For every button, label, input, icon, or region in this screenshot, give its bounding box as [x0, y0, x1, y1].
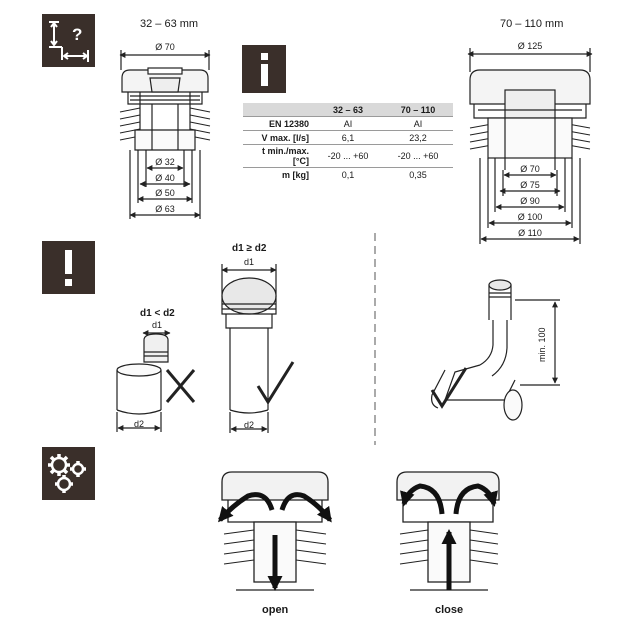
- dim-label: Ø 70: [520, 164, 540, 174]
- gears-icon: [42, 447, 95, 500]
- dim-label: Ø 110: [518, 228, 542, 238]
- dim-label: Ø 32: [155, 157, 175, 167]
- table-row: t min./max. [°C] -20 ... +60 -20 ... +60: [243, 144, 453, 168]
- min-height-label: min. 100: [537, 327, 547, 362]
- cross-mark-icon: [165, 369, 196, 403]
- dim-label: Ø 125: [517, 41, 543, 51]
- installation-drawing: [430, 279, 560, 421]
- table-header-row: 32 – 63 70 – 110: [243, 103, 453, 117]
- cell: -20 ... +60: [383, 144, 453, 168]
- dim-label: Ø 70: [155, 42, 175, 52]
- large-range-label: 70 – 110 mm: [500, 18, 564, 30]
- dim-label: Ø 40: [155, 173, 175, 183]
- wrong-size-drawing: [116, 330, 196, 432]
- table-row: m [kg] 0,1 0,35: [243, 167, 453, 181]
- small-range-label: 32 – 63 mm: [140, 18, 199, 30]
- spec-table: 32 – 63 70 – 110 EN 12380 AI AI V max. […: [243, 103, 453, 181]
- check-mark-icon: [256, 361, 295, 405]
- cell: 0,1: [313, 167, 383, 181]
- d2-label: d2: [133, 419, 144, 429]
- open-label: open: [262, 604, 289, 616]
- d2-label: d2: [243, 420, 254, 430]
- table-row: EN 12380 AI AI: [243, 116, 453, 131]
- small-valve-drawing: [119, 50, 211, 219]
- exclamation-icon: [42, 241, 95, 294]
- close-label: close: [435, 604, 464, 616]
- correct-size-drawing: [221, 264, 295, 433]
- d1-label: d1: [243, 257, 254, 267]
- cell: -20 ... +60: [313, 144, 383, 168]
- cell: AI: [313, 116, 383, 131]
- correct-size-label: d1 ≥ d2: [232, 243, 267, 254]
- row-label: V max. [l/s]: [243, 130, 313, 145]
- dim-label: Ø 90: [520, 196, 540, 206]
- svg-text:?: ?: [72, 25, 82, 44]
- dim-label: Ø 50: [155, 188, 175, 198]
- close-valve-drawing: [396, 471, 500, 591]
- table-header: 32 – 63: [313, 103, 383, 117]
- table-header: [243, 103, 313, 117]
- open-valve-drawing: [218, 471, 333, 591]
- info-icon: [242, 45, 286, 93]
- row-label: t min./max. [°C]: [243, 144, 313, 168]
- large-valve-drawing: [467, 48, 593, 244]
- row-label: EN 12380: [243, 116, 313, 131]
- cell: 23,2: [383, 130, 453, 145]
- table-header: 70 – 110: [383, 103, 453, 117]
- cell: AI: [383, 116, 453, 131]
- table-row: V max. [l/s] 6,1 23,2: [243, 130, 453, 145]
- wrong-size-label: d1 < d2: [140, 308, 175, 319]
- dim-label: Ø 75: [520, 180, 540, 190]
- dim-label: Ø 63: [155, 204, 175, 214]
- check-mark-icon-2: [430, 367, 468, 409]
- dim-label: Ø 100: [517, 212, 543, 222]
- cell: 6,1: [313, 130, 383, 145]
- row-label: m [kg]: [243, 167, 313, 181]
- cell: 0,35: [383, 167, 453, 181]
- d1-label: d1: [151, 320, 162, 330]
- dimension-question-icon: ?: [42, 14, 95, 67]
